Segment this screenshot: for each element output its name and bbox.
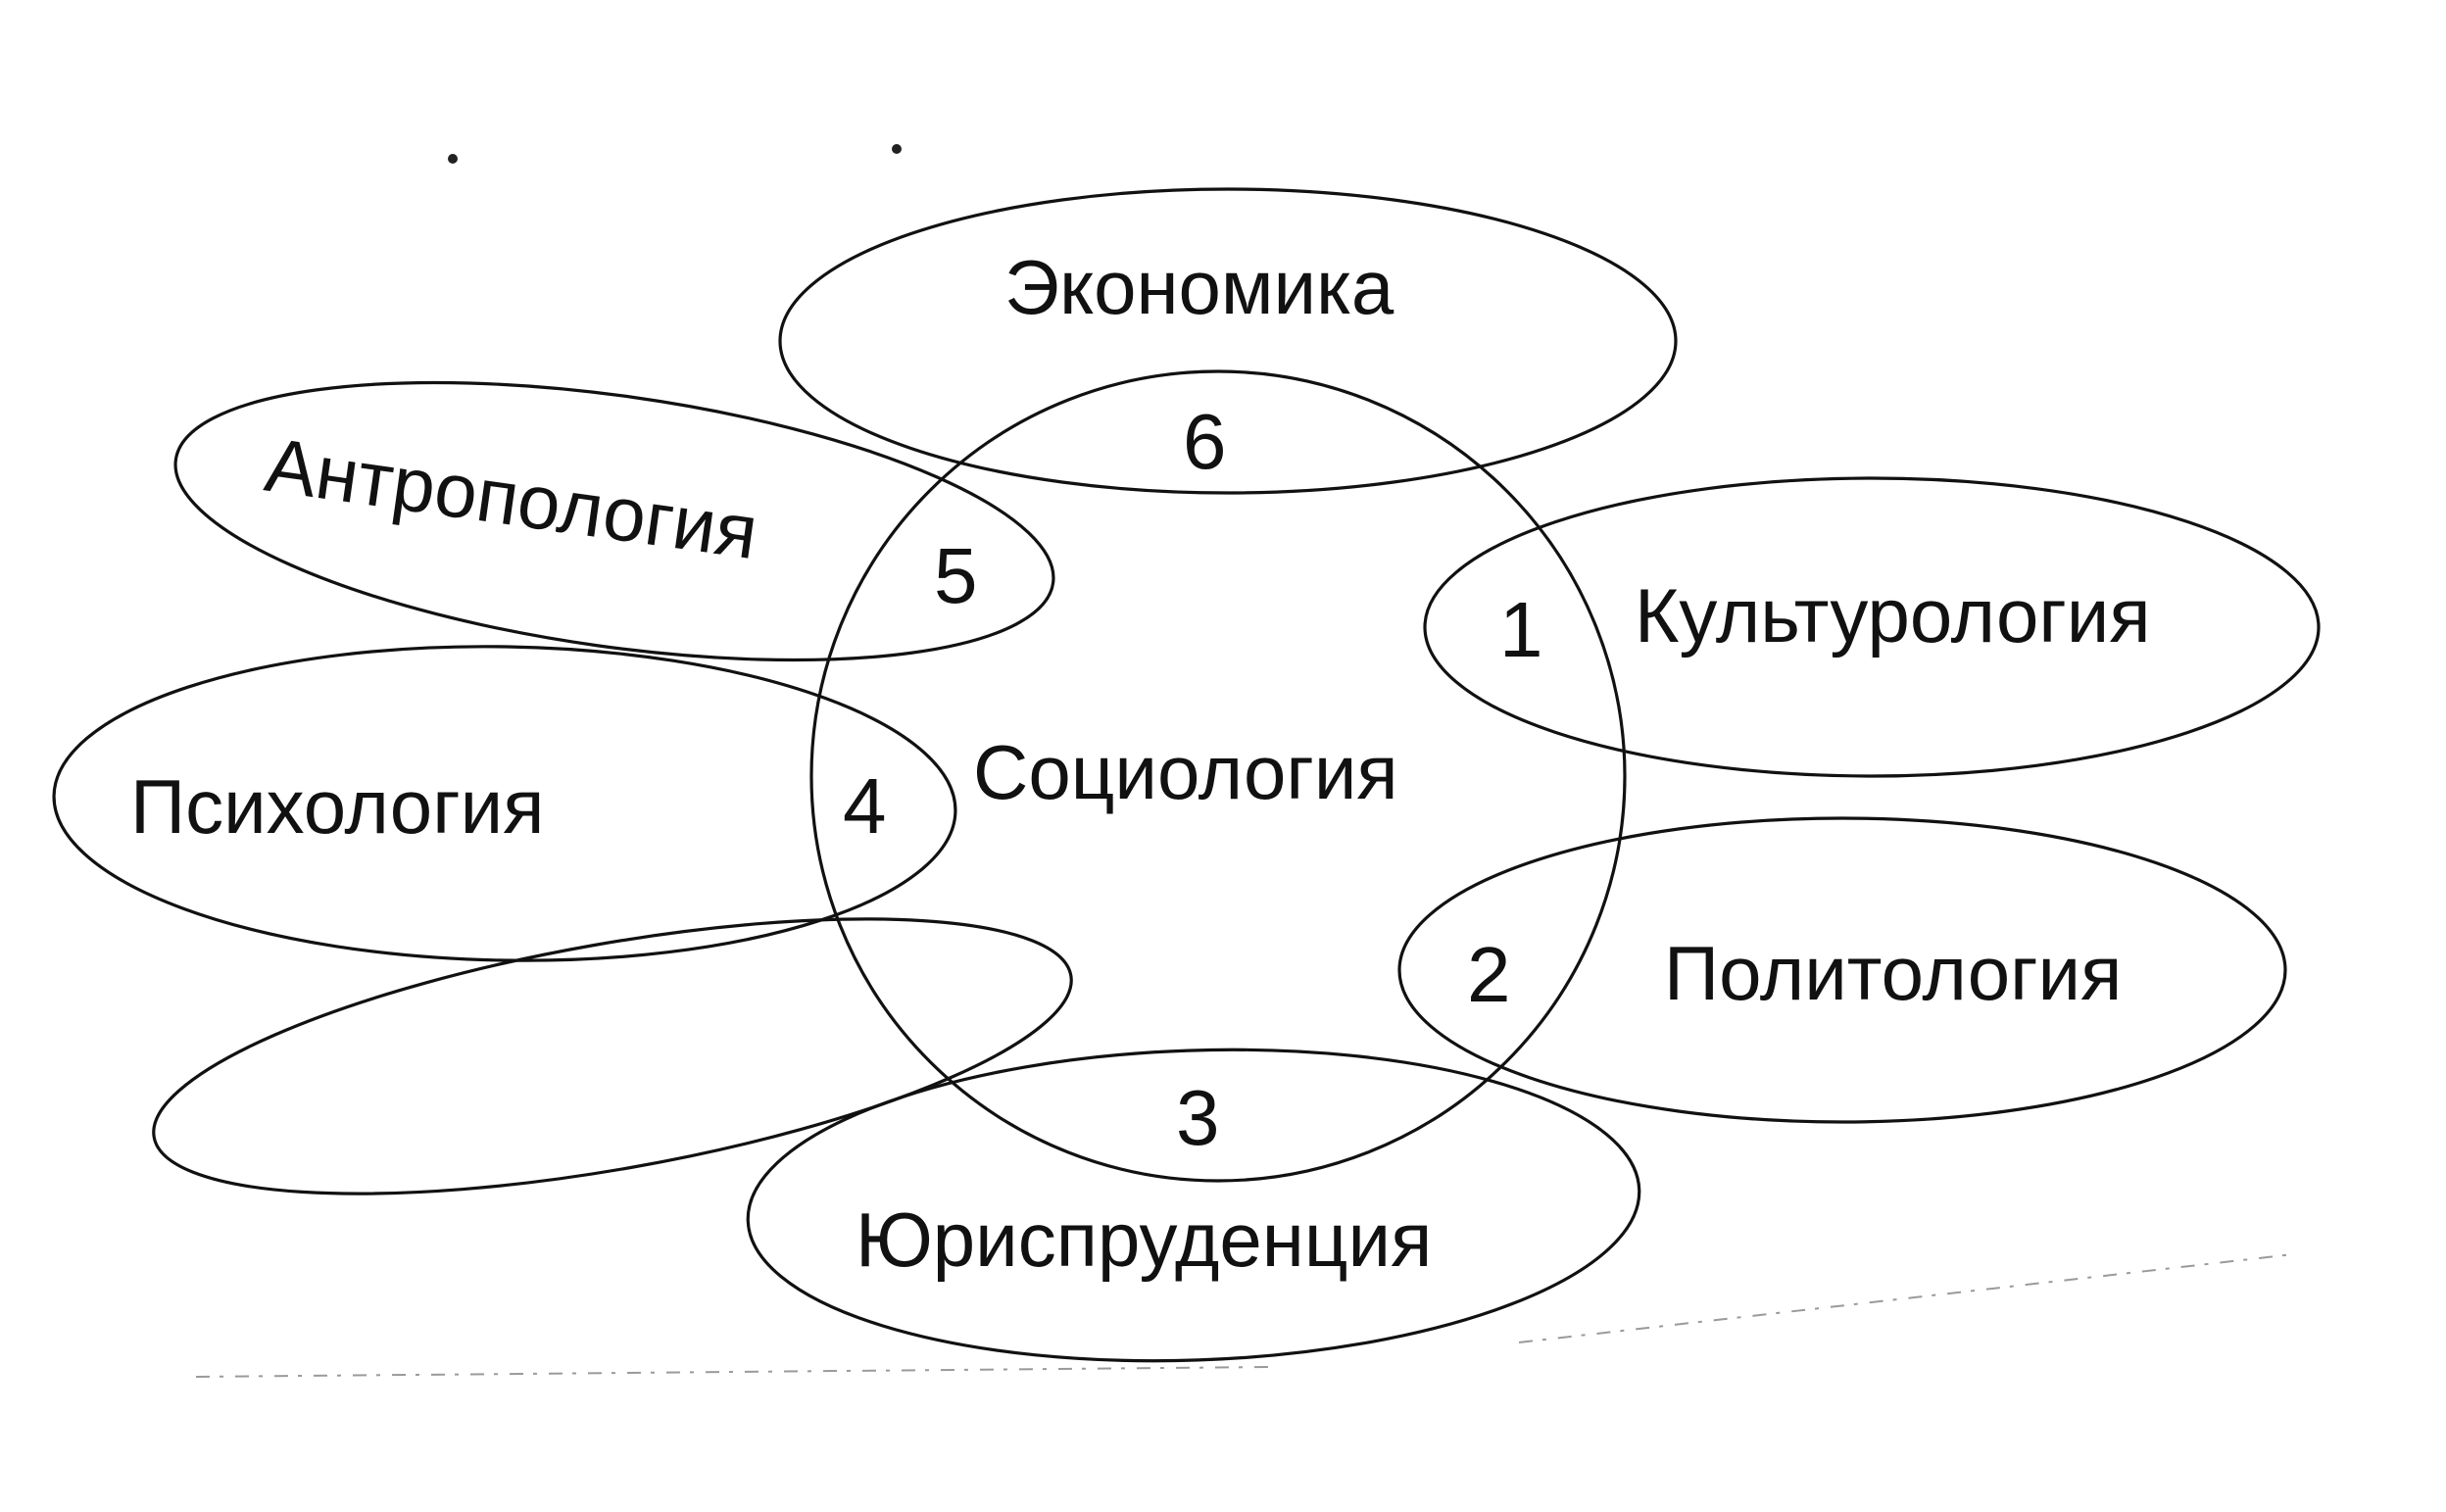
culturology-label: Культурология	[1635, 572, 2151, 658]
jurisprudence-ellipse	[746, 1048, 1641, 1363]
scan-line	[1518, 1253, 2294, 1343]
intersection-number-culturology: 1	[1499, 586, 1543, 673]
culturology-ellipse	[1423, 476, 2321, 778]
economics-ellipse	[778, 187, 1678, 495]
political-science-label: Политология	[1664, 930, 2122, 1016]
psychology-label: Психология	[130, 763, 544, 850]
psychology-ellipse	[52, 645, 957, 962]
intersection-number-economics: 6	[1183, 398, 1227, 485]
intersection-number-psychology: 4	[843, 762, 887, 850]
anthropology-ellipse	[173, 380, 1055, 662]
anthropology-label: Антропология	[261, 421, 763, 575]
intersection-number-anthropology: 5	[934, 532, 978, 619]
jurisprudence-label: Юриспруденция	[856, 1196, 1432, 1283]
sociology-circle	[809, 369, 1627, 1183]
scan-line	[195, 1366, 1275, 1378]
center-label: Социология	[973, 729, 1398, 815]
intersection-number-political-science: 2	[1467, 931, 1511, 1018]
economics-label: Экономика	[1004, 244, 1394, 330]
unlabeled-ellipse	[152, 917, 1073, 1195]
political-science-ellipse	[1397, 816, 2287, 1124]
scan-speck	[892, 144, 902, 154]
intersection-number-jurisprudence: 3	[1176, 1074, 1220, 1161]
scan-speck	[448, 154, 458, 164]
